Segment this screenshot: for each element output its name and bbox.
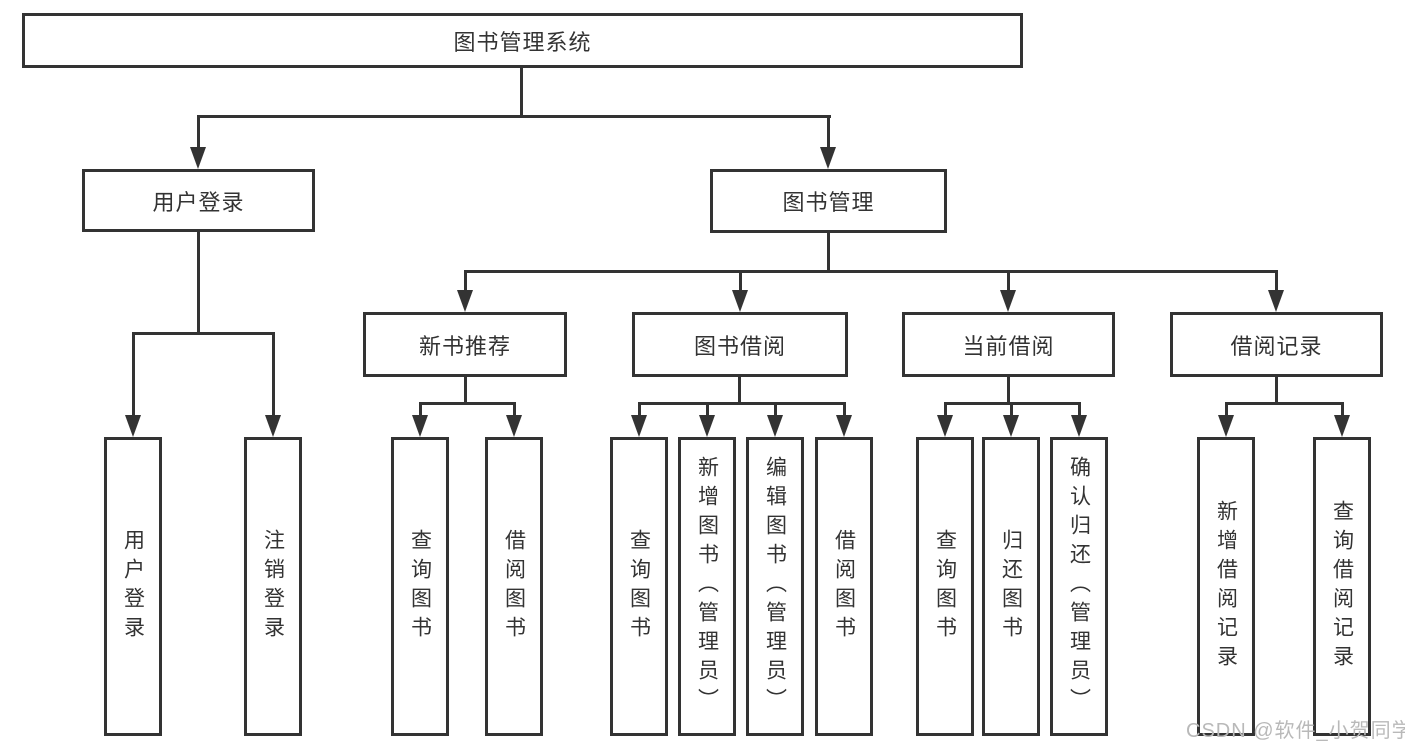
node-label: 注销登录 [261, 528, 285, 645]
node-box-query-books-3: 查询图书 [916, 437, 974, 736]
connector-vline [1341, 405, 1344, 418]
node-label: 查询图书 [933, 528, 957, 645]
connector-vline [1078, 405, 1081, 418]
arrowhead-icon [506, 415, 522, 437]
connector-hline [419, 402, 516, 405]
connector-vline [1007, 377, 1010, 405]
arrowhead-icon [836, 415, 852, 437]
connector-hline [1225, 402, 1344, 405]
connector-vline [827, 233, 830, 273]
node-box-user-login: 用户登录 [82, 169, 315, 232]
connector-vline [706, 405, 709, 418]
connector-vline [1225, 405, 1228, 418]
arrowhead-icon [820, 147, 836, 169]
node-label: 图书借阅 [693, 333, 786, 359]
node-box-logout: 注销登录 [244, 437, 302, 736]
arrowhead-icon [1268, 290, 1284, 312]
node-box-add-borrow-record: 新增借阅记录 [1197, 437, 1255, 736]
node-label: 图书管理系统 [453, 29, 592, 55]
node-label: 当前借阅 [962, 333, 1055, 359]
connector-hline [638, 402, 846, 405]
node-label: 查询图书 [627, 528, 651, 645]
arrowhead-icon [412, 415, 428, 437]
arrowhead-icon [1071, 415, 1087, 437]
node-box-confirm-return-admin: 确认归还（管理员） [1050, 437, 1108, 736]
arrowhead-icon [937, 415, 953, 437]
connector-vline [1275, 377, 1278, 405]
connector-vline [738, 377, 741, 405]
connector-vline [513, 405, 516, 418]
arrowhead-icon [125, 415, 141, 437]
arrowhead-icon [1334, 415, 1350, 437]
node-box-query-borrow-record: 查询借阅记录 [1313, 437, 1371, 736]
node-label: 借阅图书 [832, 528, 856, 645]
node-label: 借阅图书 [502, 528, 526, 645]
node-box-add-books-admin: 新增图书（管理员） [678, 437, 736, 736]
node-box-query-books-1: 查询图书 [391, 437, 449, 736]
node-label: 查询借阅记录 [1330, 499, 1354, 674]
node-label: 新增图书（管理员） [695, 456, 719, 717]
csdn-watermark: CSDN @软件_小贺同学 [1186, 720, 1405, 742]
connector-vline [1275, 273, 1278, 293]
node-label: 用户登录 [121, 528, 145, 645]
node-box-book-borrowing: 图书借阅 [632, 312, 848, 377]
connector-vline [944, 405, 947, 418]
node-label: 确认归还（管理员） [1067, 456, 1091, 717]
connector-vline [464, 377, 467, 405]
arrowhead-icon [457, 290, 473, 312]
node-label: 图书管理 [782, 190, 875, 215]
arrowhead-icon [699, 415, 715, 437]
connector-vline [464, 273, 467, 293]
node-label: 新增借阅记录 [1214, 499, 1238, 674]
node-box-edit-books-admin: 编辑图书（管理员） [746, 437, 804, 736]
node-box-return-books: 归还图书 [982, 437, 1040, 736]
arrowhead-icon [190, 147, 206, 169]
arrowhead-icon [732, 290, 748, 312]
connector-hline [197, 115, 831, 118]
node-box-library-management-system: 图书管理系统 [22, 13, 1023, 68]
connector-hline [132, 332, 275, 335]
connector-vline [132, 335, 135, 417]
node-box-borrow-books-1: 借阅图书 [485, 437, 543, 736]
connector-vline [272, 335, 275, 417]
arrowhead-icon [1000, 290, 1016, 312]
connector-vline [843, 405, 846, 418]
node-box-current-borrowing: 当前借阅 [902, 312, 1115, 377]
connector-vline [1007, 273, 1010, 293]
connector-vline [419, 405, 422, 418]
node-box-query-books-2: 查询图书 [610, 437, 668, 736]
arrowhead-icon [631, 415, 647, 437]
node-label: 归还图书 [999, 528, 1023, 645]
connector-vline [197, 118, 200, 151]
connector-hline [944, 402, 1081, 405]
arrowhead-icon [265, 415, 281, 437]
connector-vline [739, 273, 742, 293]
connector-vline [638, 405, 641, 418]
node-label: 编辑图书（管理员） [763, 456, 787, 717]
node-box-borrow-books-2: 借阅图书 [815, 437, 873, 736]
connector-hline [464, 270, 1278, 273]
node-label: 借阅记录 [1230, 333, 1323, 359]
node-label: 查询图书 [408, 528, 432, 645]
arrowhead-icon [767, 415, 783, 437]
connector-vline [1010, 405, 1013, 418]
connector-vline [774, 405, 777, 418]
node-box-borrowing-records: 借阅记录 [1170, 312, 1383, 377]
arrowhead-icon [1003, 415, 1019, 437]
connector-vline [197, 232, 200, 334]
connector-vline [827, 118, 830, 151]
node-box-new-book-recommendation: 新书推荐 [363, 312, 567, 377]
node-label: 用户登录 [152, 189, 245, 215]
arrowhead-icon [1218, 415, 1234, 437]
connector-vline [520, 68, 523, 118]
node-label: 新书推荐 [418, 333, 511, 359]
node-box-user-login-leaf: 用户登录 [104, 437, 162, 736]
node-box-book-management: 图书管理 [710, 169, 947, 233]
